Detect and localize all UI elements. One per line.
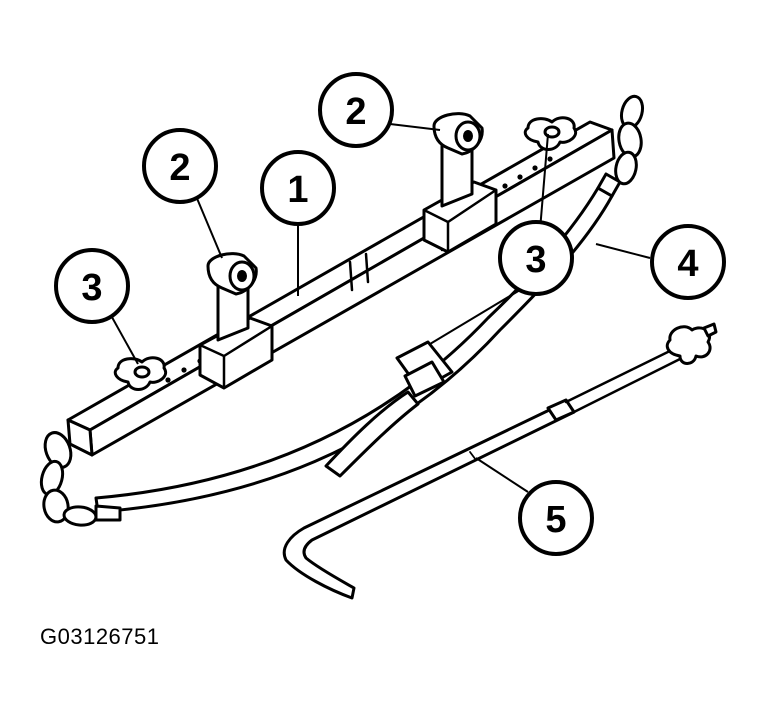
callout-3-right: 3 [498, 220, 574, 296]
tow-strap [94, 172, 622, 514]
tow-hook-tool [282, 322, 718, 600]
figure-id: G03126751 [40, 624, 160, 649]
callout-3-left: 3 [54, 248, 130, 324]
callout-5: 5 [518, 480, 594, 556]
svg-text:1: 1 [287, 169, 308, 211]
mount-bracket-left [198, 252, 274, 390]
svg-text:5: 5 [545, 499, 566, 541]
chain-left [39, 431, 122, 527]
leader-lines [107, 123, 651, 493]
svg-text:3: 3 [525, 239, 546, 281]
svg-text:2: 2 [169, 147, 190, 189]
mount-bracket-right [422, 112, 498, 254]
callout-1: 1 [260, 150, 336, 226]
locking-knob-left [113, 356, 167, 391]
svg-text:3: 3 [81, 267, 102, 309]
svg-text:4: 4 [677, 243, 698, 285]
chain-right [614, 94, 645, 186]
callout-4: 4 [650, 224, 726, 300]
callout-2-right: 2 [318, 72, 394, 148]
callout-2-left: 2 [142, 128, 218, 204]
svg-text:2: 2 [345, 91, 366, 133]
